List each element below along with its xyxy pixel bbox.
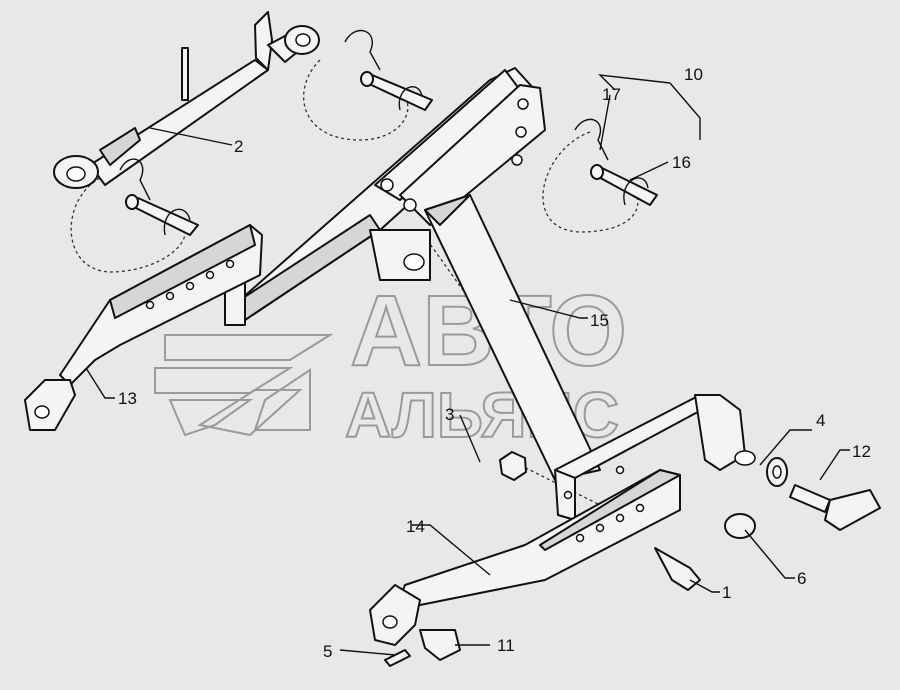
callout-1: 1 [722, 583, 731, 602]
hardware [384, 451, 881, 667]
top-link [53, 11, 320, 189]
cross-bar [554, 394, 756, 521]
callout-5: 5 [323, 642, 332, 661]
callout-2: 2 [234, 137, 243, 156]
callout-11: 11 [497, 636, 515, 655]
main-frame [224, 67, 601, 481]
pin-group-right [574, 118, 658, 206]
callout-numbers: 2 3 4 10 17 16 13 14 15 1 6 12 5 11 [118, 65, 871, 661]
callout-16: 16 [672, 153, 691, 172]
callout-14: 14 [406, 517, 425, 536]
pin-12 [789, 484, 831, 513]
callout-3: 3 [445, 405, 454, 424]
bolt [654, 547, 701, 591]
pin-5 [384, 649, 411, 667]
callout-4: 4 [816, 411, 825, 430]
callout-15: 15 [590, 311, 609, 330]
callout-17: 17 [602, 85, 621, 104]
nut [499, 451, 527, 481]
watermark-emblem [154, 334, 334, 437]
leader-lines [85, 74, 850, 656]
callout-6: 6 [797, 569, 806, 588]
pin-group-left [119, 158, 199, 236]
callout-10: 10 [684, 65, 703, 84]
clip-11 [419, 629, 461, 661]
pin-group-top [344, 29, 433, 111]
lower-link-left [24, 224, 263, 431]
callout-12: 12 [852, 442, 871, 461]
lower-link-right [369, 465, 681, 646]
callout-13: 13 [118, 389, 137, 408]
ring-6 [724, 513, 756, 539]
